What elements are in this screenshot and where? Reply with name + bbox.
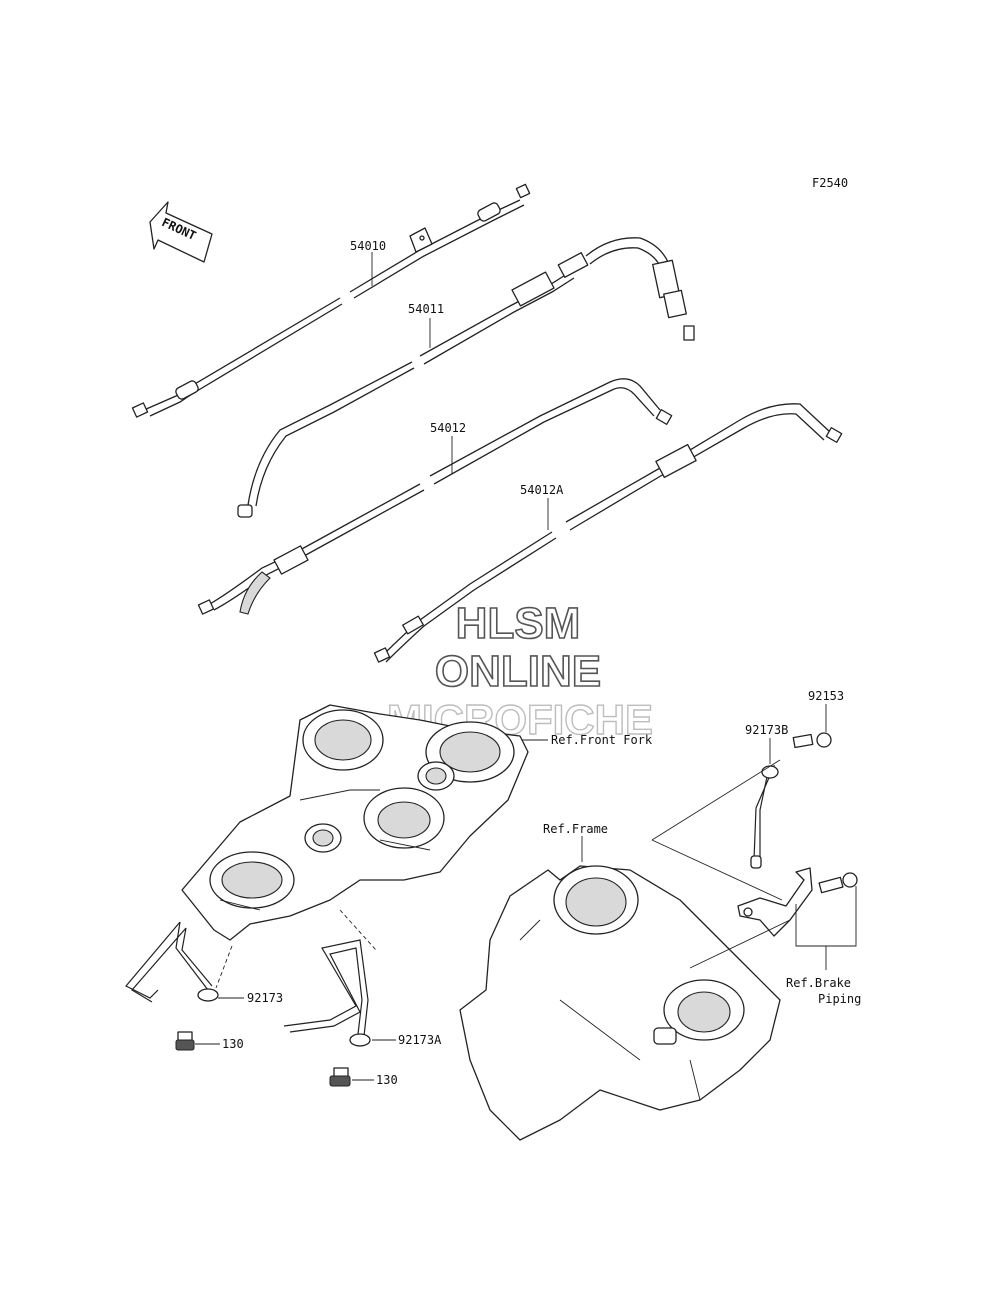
ref-front-fork: Ref.Front Fork xyxy=(551,733,653,747)
brake-piping-bracket xyxy=(651,839,858,969)
cable-54010 xyxy=(131,183,531,418)
bolt-92153 xyxy=(792,732,832,749)
cable-54012 xyxy=(197,378,673,615)
label-54011: 54011 xyxy=(408,302,444,316)
label-92173b: 92173B xyxy=(745,723,788,737)
bolt-130-a xyxy=(175,1031,195,1051)
label-54012a: 54012A xyxy=(520,483,564,497)
label-92173: 92173 xyxy=(247,991,283,1005)
frame-head xyxy=(459,865,781,1141)
ref-frame: Ref.Frame xyxy=(543,822,608,836)
label-130-a: 130 xyxy=(222,1037,244,1051)
cable-54012a xyxy=(373,403,843,663)
watermark: HLSM ONLINE MICROFICHE xyxy=(386,598,653,744)
ref-brake-piping-line2: Piping xyxy=(818,992,861,1006)
label-92173a: 92173A xyxy=(398,1033,442,1047)
guide-92173a xyxy=(283,939,371,1047)
triple-clamp xyxy=(181,704,529,941)
front-arrow-icon: FRONT xyxy=(149,201,213,263)
label-54012: 54012 xyxy=(430,421,466,435)
cable-54011 xyxy=(237,237,695,518)
ref-brake-piping-line1: Ref.Brake xyxy=(786,976,851,990)
label-54010: 54010 xyxy=(350,239,386,253)
guide-92173 xyxy=(125,921,219,1003)
figure-code: F2540 xyxy=(812,176,848,190)
label-130-b: 130 xyxy=(376,1073,398,1087)
watermark-online: ONLINE xyxy=(435,647,601,696)
label-92153: 92153 xyxy=(808,689,844,703)
bracket-92173b xyxy=(750,765,779,869)
watermark-hlsm: HLSM xyxy=(456,599,581,648)
bolt-130-b xyxy=(329,1067,351,1087)
